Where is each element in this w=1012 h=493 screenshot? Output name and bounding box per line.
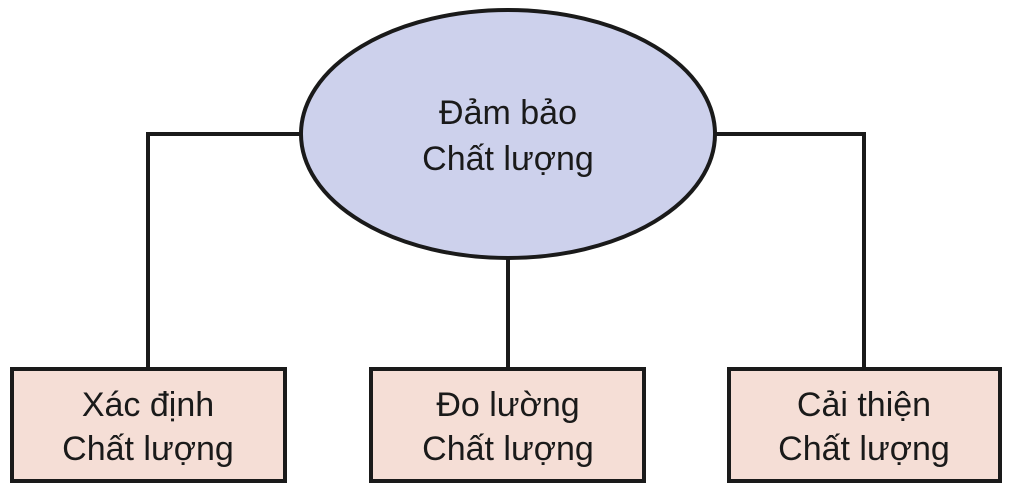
root-label-line-2: Chất lượng [422,140,594,178]
root-node: Đảm bảo Chất lượng [299,8,717,260]
child-box-define [10,367,287,483]
child-label-measure-line-1: Đo lường [436,386,579,424]
child-node-define: Xác định Chất lượng [10,367,287,483]
child-label-improve-line-1: Cải thiện [797,386,931,424]
child-label-improve-line-2: Chất lượng [778,430,950,468]
root-label-line-1: Đảm bảo [439,94,577,132]
child-label-measure-line-2: Chất lượng [422,430,594,468]
root-ellipse [299,8,717,260]
connector-left [146,132,301,369]
child-node-measure: Đo lường Chất lượng [369,367,646,483]
child-label-define-line-1: Xác định [82,386,214,424]
child-node-improve: Cải thiện Chất lượng [727,367,1002,483]
connector-right [714,132,866,369]
child-box-measure [369,367,646,483]
child-label-define-line-2: Chất lượng [62,430,234,468]
child-box-improve [727,367,1002,483]
